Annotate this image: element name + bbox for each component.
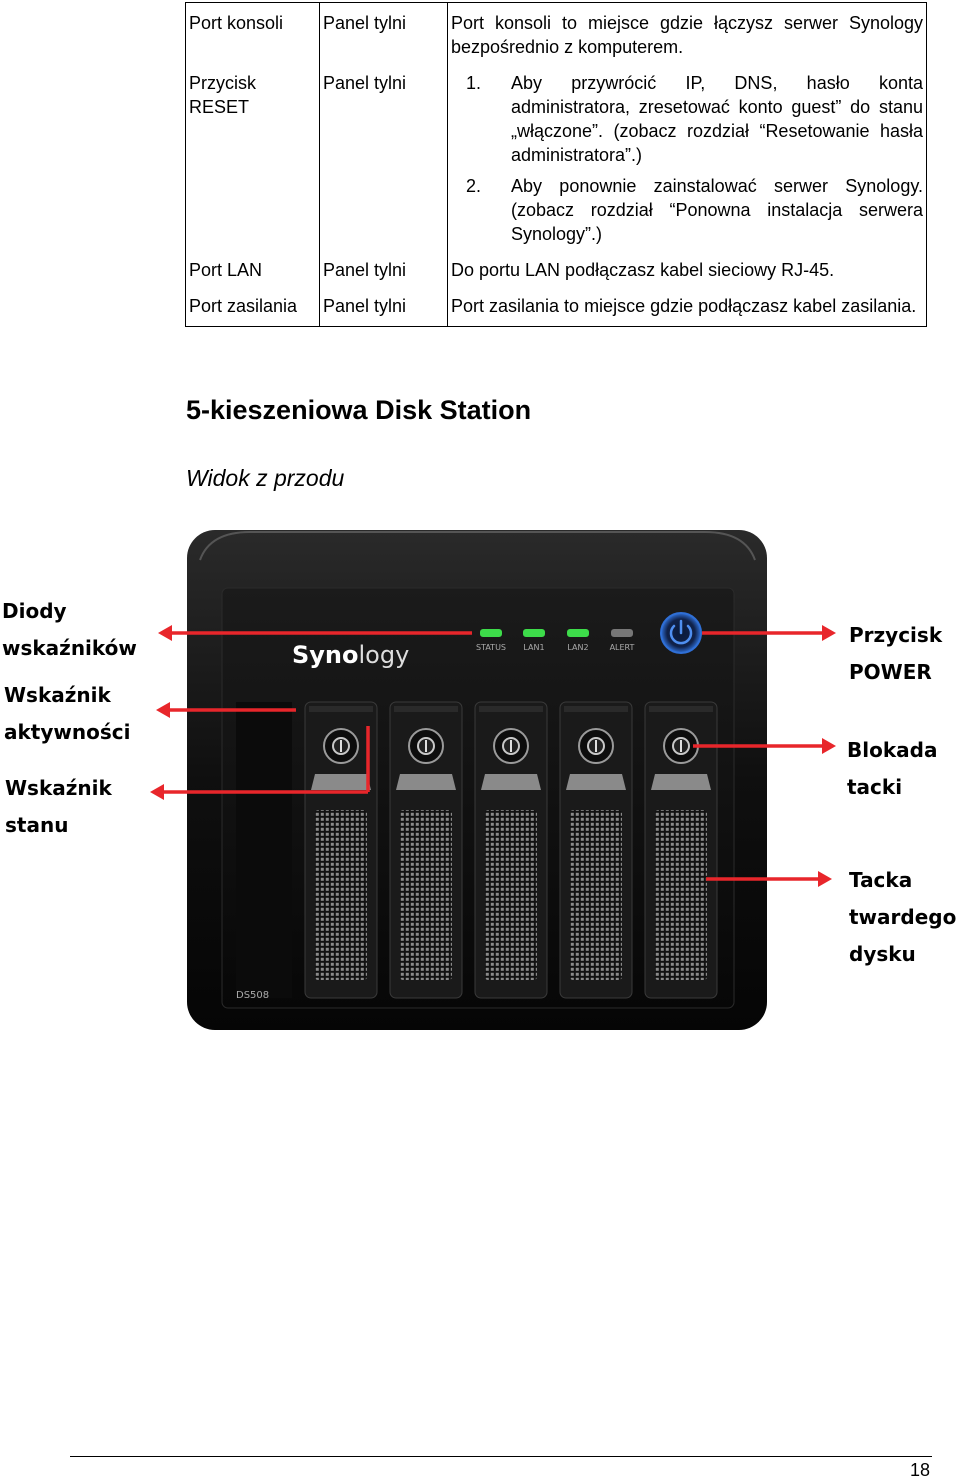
drive-tray-5[interactable] <box>644 701 718 999</box>
callout-line: twardego <box>849 905 957 929</box>
callout-disk-tray: Tacka twardego dysku <box>849 862 956 973</box>
tray-handle[interactable] <box>311 774 371 790</box>
drive-tray-4[interactable] <box>559 701 633 999</box>
table-cell-component: Port zasilania <box>185 286 320 327</box>
table-cell-description: Port konsoli to miejsce gdzie łączysz se… <box>447 2 927 63</box>
callout-tray-lock: Blokada tacki <box>847 732 937 806</box>
list-item: 1. Aby przywrócić IP, DNS, hasło konta a… <box>451 71 923 167</box>
table-cell-component: Przycisk RESET <box>185 63 320 250</box>
arrow-right-icon <box>818 871 832 887</box>
brand-logo: Synology <box>292 641 409 669</box>
arrow-left-icon <box>156 702 170 718</box>
tray-vent <box>400 810 452 980</box>
tray-vent <box>315 810 367 980</box>
lan2-led <box>567 629 589 637</box>
list-item-number: 1. <box>466 73 482 93</box>
tray-vent <box>655 810 707 980</box>
callout-line: aktywności <box>4 720 131 744</box>
footer-divider <box>70 1456 932 1457</box>
drive-tray-1[interactable] <box>304 701 378 999</box>
model-label: DS508 <box>236 990 269 1001</box>
callout-line: Blokada <box>847 738 938 762</box>
tray-vent <box>570 810 622 980</box>
tray-handle[interactable] <box>651 774 711 790</box>
table-row: Port LAN Panel tylni Do portu LAN podłąc… <box>185 250 927 286</box>
arrow-left-icon <box>150 784 164 800</box>
led-label: ALERT <box>610 643 635 652</box>
callout-arrows <box>150 625 836 887</box>
table-cell-description: Do portu LAN podłączasz kabel sieciowy R… <box>447 250 927 286</box>
callout-activity-indicator: Wskaźnik aktywności <box>4 677 130 751</box>
tray-vent <box>485 810 537 980</box>
callout-line: Tacka <box>849 868 913 892</box>
callout-power-button: Przycisk POWER <box>849 617 942 691</box>
reset-list: 1. Aby przywrócić IP, DNS, hasło konta a… <box>451 71 923 246</box>
power-icon <box>669 619 693 645</box>
callout-line: POWER <box>849 660 932 684</box>
callout-led-indicators: Diody wskaźników <box>2 593 137 667</box>
side-panel <box>236 702 292 998</box>
table-cell-description: 1. Aby przywrócić IP, DNS, hasło konta a… <box>447 63 927 250</box>
list-item: 2. Aby ponownie zainstalować serwer Syno… <box>451 174 923 246</box>
list-item-text: Aby ponownie zainstalować serwer Synolog… <box>511 176 923 244</box>
ports-table: Port konsoli Panel tylni Port konsoli to… <box>185 2 927 327</box>
callout-line: Wskaźnik <box>5 776 112 800</box>
arrow-left-icon <box>158 625 172 641</box>
table-cell-description: Port zasilania to miejsce gdzie podłącza… <box>447 286 927 327</box>
callout-line: Przycisk <box>849 623 943 647</box>
drive-tray-3[interactable] <box>474 701 548 999</box>
front-view-figure: Synology STATUS LAN1 LAN2 ALERT <box>0 520 960 1040</box>
table-cell-location: Panel tylni <box>319 286 448 327</box>
drive-tray-2[interactable] <box>389 701 463 999</box>
drive-bays <box>304 701 718 999</box>
led-label: LAN1 <box>523 643 544 652</box>
table-row: Port zasilania Panel tylni Port zasilani… <box>185 286 927 327</box>
view-title: Widok z przodu <box>186 465 345 491</box>
table-row: Przycisk RESET Panel tylni 1. Aby przywr… <box>185 63 927 250</box>
table-cell-location: Panel tylni <box>319 250 448 286</box>
callout-line: wskaźników <box>2 636 137 660</box>
page-number: 18 <box>909 1460 930 1480</box>
tray-handle[interactable] <box>396 774 456 790</box>
table-row: Port konsoli Panel tylni Port konsoli to… <box>185 2 927 63</box>
list-item-number: 2. <box>466 176 482 196</box>
nas-device-illustration: Synology STATUS LAN1 LAN2 ALERT <box>150 530 836 1030</box>
callout-line: dysku <box>849 942 916 966</box>
arrow-right-icon <box>822 625 836 641</box>
power-button[interactable] <box>660 612 702 654</box>
status-led <box>480 629 502 637</box>
table-cell-location: Panel tylni <box>319 63 448 250</box>
table-cell-location: Panel tylni <box>319 2 448 63</box>
list-item-text: Aby przywrócić IP, DNS, hasło konta admi… <box>511 73 923 165</box>
callout-status-indicator: Wskaźnik stanu <box>5 770 112 844</box>
tray-handle[interactable] <box>481 774 541 790</box>
table-cell-component: Port konsoli <box>185 2 320 63</box>
callout-line: Wskaźnik <box>4 683 111 707</box>
led-label: LAN2 <box>567 643 588 652</box>
led-label: STATUS <box>476 643 506 652</box>
callout-line: tacki <box>847 775 903 799</box>
alert-led <box>611 629 633 637</box>
led-panel: STATUS LAN1 LAN2 ALERT <box>476 629 635 652</box>
callout-line: stanu <box>5 813 69 837</box>
lan1-led <box>523 629 545 637</box>
callout-line: Diody <box>2 599 67 623</box>
section-title: 5-kieszeniowa Disk Station <box>186 395 532 425</box>
table-cell-component: Port LAN <box>185 250 320 286</box>
tray-handle[interactable] <box>566 774 626 790</box>
arrow-right-icon <box>822 738 836 754</box>
